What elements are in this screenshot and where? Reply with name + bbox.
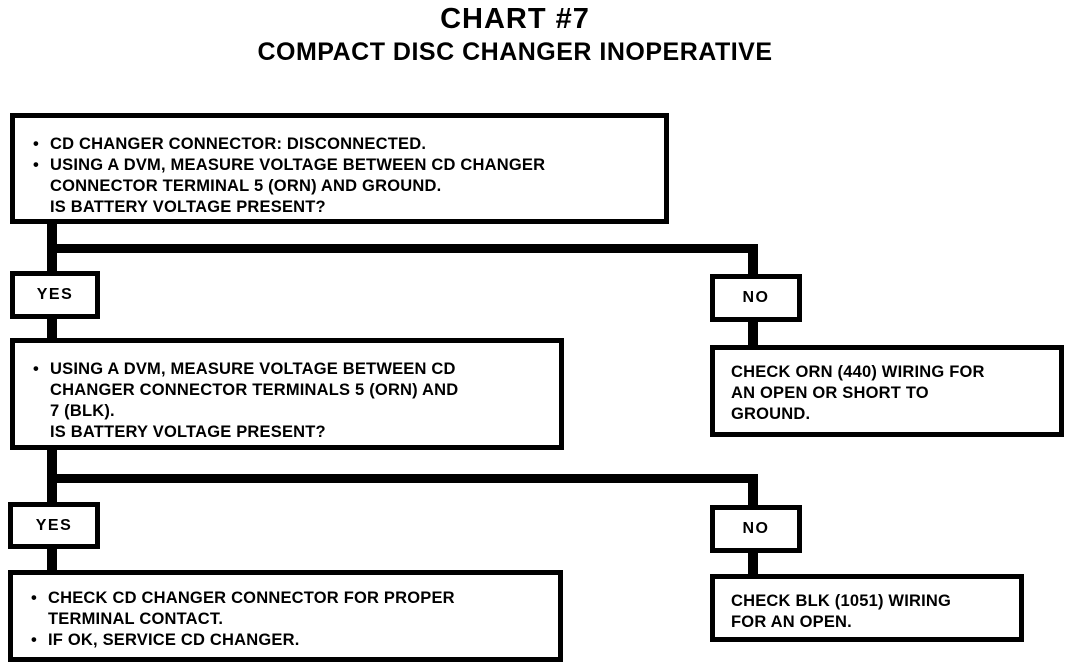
list-item: • CHECK CD CHANGER CONNECTOR FOR PROPER … — [31, 588, 546, 630]
title-block: CHART #7 COMPACT DISC CHANGER INOPERATIV… — [0, 3, 1030, 66]
connector-no2-to-action — [748, 552, 758, 576]
no-label-2: NO — [710, 505, 802, 553]
decision-box-2: • USING A DVM, MEASURE VOLTAGE BETWEEN C… — [10, 338, 564, 450]
bullet-icon: • — [31, 589, 37, 607]
branch-drop-no-1 — [748, 253, 758, 275]
list-item: • USING A DVM, MEASURE VOLTAGE BETWEEN C… — [33, 359, 547, 443]
branch-drop-no-2 — [748, 483, 758, 506]
yes-label-1: YES — [10, 271, 100, 319]
step2-bullet-1: USING A DVM, MEASURE VOLTAGE BETWEEN CD … — [50, 360, 459, 441]
yes-label-2: YES — [8, 502, 100, 549]
list-item: • IF OK, SERVICE CD CHANGER. — [31, 630, 546, 651]
bullet-icon: • — [31, 631, 37, 649]
no-label-1-text: NO — [742, 289, 770, 306]
branch-bar-2 — [47, 474, 758, 483]
connector-yes2-to-step3 — [47, 548, 57, 572]
yes-label-1-text: YES — [36, 286, 74, 303]
connector-yes1-to-step2 — [47, 318, 57, 342]
action-orn-text: CHECK ORN (440) WIRING FOR AN OPEN OR SH… — [731, 363, 985, 423]
page-subtitle: COMPACT DISC CHANGER INOPERATIVE — [257, 37, 773, 66]
step1-bullet-2: USING A DVM, MEASURE VOLTAGE BETWEEN CD … — [50, 156, 546, 216]
decision-box-1: • CD CHANGER CONNECTOR: DISCONNECTED. • … — [10, 113, 669, 224]
bullet-icon: • — [33, 360, 39, 378]
action-box-blk-wiring: CHECK BLK (1051) WIRING FOR AN OPEN. — [710, 574, 1024, 642]
connector-no1-to-action — [748, 321, 758, 347]
branch-bar-1 — [47, 244, 758, 253]
bullet-icon: • — [33, 156, 39, 174]
page-title: CHART #7 — [440, 3, 590, 35]
step1-bullet-1: CD CHANGER CONNECTOR: DISCONNECTED. — [50, 135, 427, 153]
list-item: • CD CHANGER CONNECTOR: DISCONNECTED. — [33, 134, 652, 155]
bullet-icon: • — [33, 135, 39, 153]
list-item: • USING A DVM, MEASURE VOLTAGE BETWEEN C… — [33, 155, 652, 218]
action-box-orn-wiring: CHECK ORN (440) WIRING FOR AN OPEN OR SH… — [710, 345, 1064, 437]
action-box-service-changer: • CHECK CD CHANGER CONNECTOR FOR PROPER … — [8, 570, 563, 662]
action-blk-text: CHECK BLK (1051) WIRING FOR AN OPEN. — [731, 592, 952, 631]
no-label-2-text: NO — [742, 520, 770, 537]
step3-bullet-1: CHECK CD CHANGER CONNECTOR FOR PROPER TE… — [48, 589, 455, 628]
yes-label-2-text: YES — [35, 516, 73, 534]
no-label-1: NO — [710, 274, 802, 322]
step3-bullet-2: IF OK, SERVICE CD CHANGER. — [48, 631, 300, 649]
